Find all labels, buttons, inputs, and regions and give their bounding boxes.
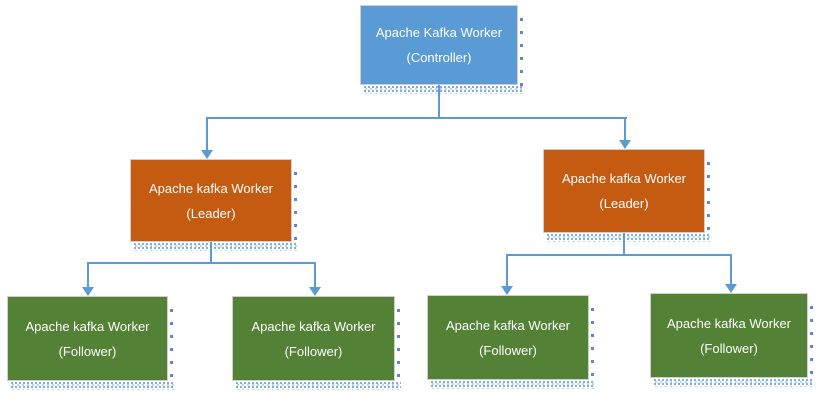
- arrowhead-leader-left: [201, 150, 213, 159]
- node-follower-1-label-line2: (Follower): [58, 343, 117, 359]
- connector-follower-2-drop: [314, 262, 316, 288]
- node-follower-2: Apache kafka Worker (Follower): [232, 296, 401, 390]
- node-follower-3-label-line1: Apache kafka Worker: [445, 317, 571, 333]
- node-controller-label-line2: (Controller): [406, 50, 472, 65]
- node-leader-right: Apache kafka Worker (Leader): [543, 149, 711, 242]
- node-leader-right-label-line1: Apache kafka Worker: [561, 171, 687, 186]
- node-follower-4-label-line1: Apache kafka Worker: [666, 315, 792, 331]
- connector-follower-4-drop: [730, 254, 732, 285]
- connector-leader-right-stem: [623, 233, 625, 255]
- connector-left-horizontal: [87, 262, 316, 264]
- connector-controller-stem: [438, 85, 440, 118]
- node-follower-1: Apache kafka Worker (Follower): [7, 296, 174, 390]
- arrowhead-leader-right: [619, 140, 631, 149]
- node-follower-3-label-line2: (Follower): [479, 342, 537, 358]
- node-leader-right-label-line2: (Leader): [599, 196, 649, 211]
- node-leader-left: Apache kafka Worker (Leader): [130, 159, 298, 251]
- connector-leader-right-drop: [624, 117, 626, 141]
- connector-follower-1-drop: [87, 262, 89, 288]
- connector-level1-horizontal: [206, 117, 627, 119]
- node-follower-3: Apache kafka Worker (Follower): [427, 295, 595, 389]
- connector-follower-3-drop: [506, 254, 508, 287]
- connector-leader-left-stem: [210, 242, 212, 263]
- node-controller: Apache Kafka Worker (Controller): [360, 5, 524, 94]
- connector-leader-left-drop: [206, 117, 208, 151]
- node-leader-left-label-line2: (Leader): [186, 205, 236, 221]
- node-controller-label-line1: Apache Kafka Worker: [375, 25, 503, 40]
- node-follower-4-label-line2: (Follower): [700, 340, 758, 356]
- node-follower-2-label-line2: (Follower): [284, 343, 343, 359]
- arrowhead-follower-3: [501, 286, 513, 295]
- node-follower-4: Apache kafka Worker (Follower): [650, 293, 814, 387]
- node-leader-left-label-line1: Apache kafka Worker: [148, 180, 274, 196]
- arrowhead-follower-1: [82, 287, 94, 296]
- node-follower-1-label-line1: Apache kafka Worker: [25, 318, 150, 334]
- connector-right-horizontal: [506, 254, 732, 256]
- arrowhead-follower-4: [725, 284, 737, 293]
- node-follower-2-label-line1: Apache kafka Worker: [251, 318, 376, 334]
- arrowhead-follower-2: [309, 287, 321, 296]
